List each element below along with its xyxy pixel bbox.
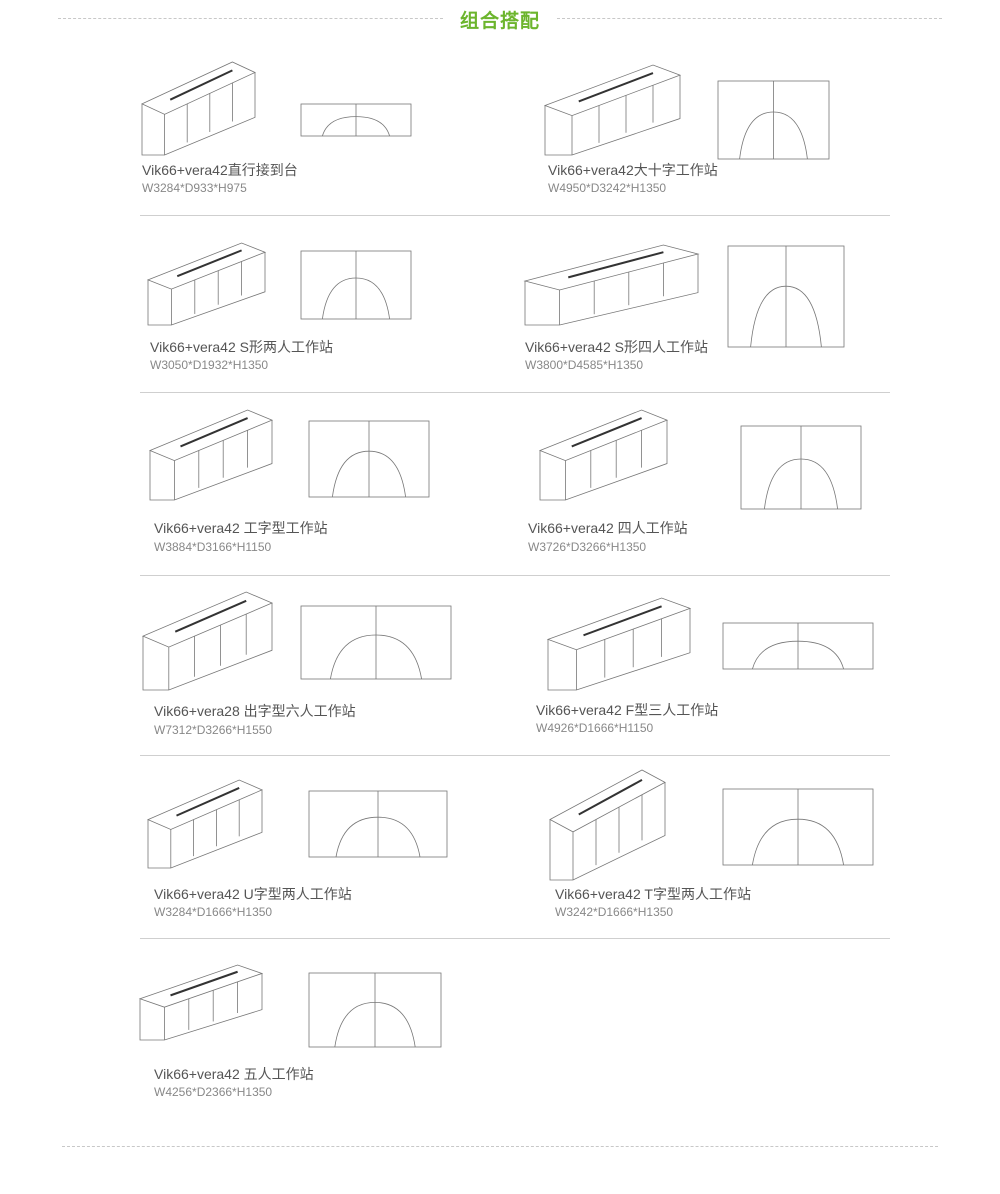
row-divider <box>140 755 890 756</box>
item-dimensions: W4950*D3242*H1350 <box>548 181 667 195</box>
isometric-drawing <box>543 64 682 156</box>
floor-plan-drawing <box>308 790 448 858</box>
isometric-drawing <box>146 242 267 326</box>
item-dimensions: W7312*D3266*H1550 <box>154 723 273 737</box>
row-divider <box>140 575 890 576</box>
isometric-drawing <box>138 964 264 1041</box>
header-rule-right <box>557 18 942 19</box>
floor-plan-drawing <box>300 250 412 320</box>
floor-plan-drawing <box>308 972 442 1048</box>
row-divider <box>140 938 890 939</box>
floor-plan-drawing <box>722 788 874 866</box>
item-title: Vik66+vera42直行接到台 <box>142 162 298 178</box>
isometric-drawing <box>141 61 256 156</box>
isometric-drawing <box>549 769 666 881</box>
floor-plan-drawing <box>308 420 430 498</box>
item-title: Vik66+vera42 工字型工作站 <box>154 520 328 536</box>
item-title: Vik66+vera42 四人工作站 <box>528 520 688 536</box>
header-rule-left <box>58 18 443 19</box>
item-dimensions: W4926*D1666*H1150 <box>536 721 654 735</box>
item-title: Vik66+vera42 五人工作站 <box>154 1066 314 1082</box>
item-dimensions: W3884*D3166*H1150 <box>154 540 272 554</box>
item-title: Vik66+vera42大十字工作站 <box>548 162 718 178</box>
floor-plan-drawing <box>300 605 452 680</box>
footer-rule <box>62 1146 938 1147</box>
row-divider <box>140 392 890 393</box>
item-dimensions: W3284*D933*H975 <box>142 181 247 195</box>
item-title: Vik66+vera42 S形两人工作站 <box>150 339 333 355</box>
floor-plan-drawing <box>722 622 874 670</box>
section-title: 组合搭配 <box>459 11 540 32</box>
floor-plan-drawing <box>740 425 862 510</box>
item-dimensions: W3284*D1666*H1350 <box>154 905 273 919</box>
item-title: Vik66+vera42 F型三人工作站 <box>536 702 719 718</box>
item-title: Vik66+vera42 T字型两人工作站 <box>555 886 751 902</box>
item-dimensions: W3800*D4585*H1350 <box>525 358 644 372</box>
floor-plan-drawing <box>717 80 830 160</box>
item-title: Vik66+vera42 S形四人工作站 <box>525 339 708 355</box>
item-dimensions: W3726*D3266*H1350 <box>528 540 647 554</box>
isometric-drawing <box>546 597 692 691</box>
item-title: Vik66+vera42 U字型两人工作站 <box>154 886 352 902</box>
isometric-drawing <box>146 779 264 869</box>
isometric-drawing <box>523 244 700 326</box>
item-dimensions: W3242*D1666*H1350 <box>555 905 674 919</box>
item-dimensions: W3050*D1932*H1350 <box>150 358 269 372</box>
floor-plan-drawing <box>300 103 412 137</box>
isometric-drawing <box>141 591 274 691</box>
item-title: Vik66+vera28 出字型六人工作站 <box>154 703 356 719</box>
isometric-drawing <box>538 409 669 501</box>
row-divider <box>140 215 890 216</box>
item-dimensions: W4256*D2366*H1350 <box>154 1085 273 1099</box>
isometric-drawing <box>148 409 274 501</box>
floor-plan-drawing <box>727 245 845 348</box>
